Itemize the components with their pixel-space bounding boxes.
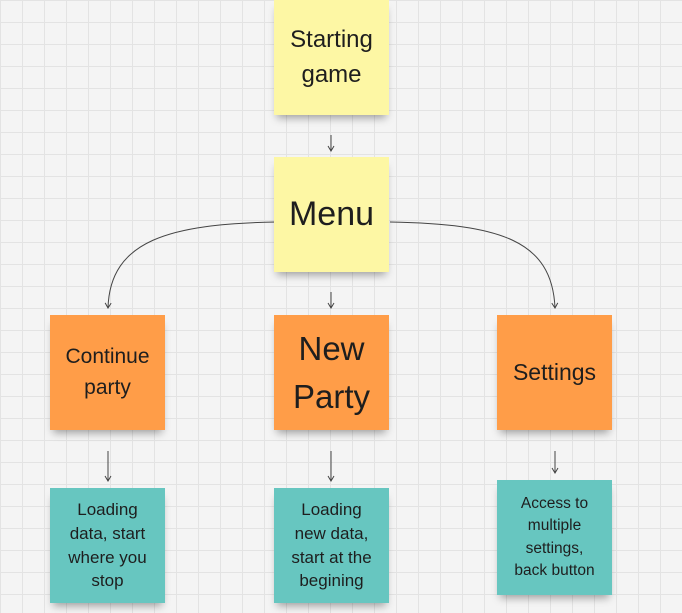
node-settings[interactable]: Settings bbox=[497, 315, 612, 430]
node-loading-new[interactable]: Loading new data, start at the begining bbox=[274, 488, 389, 603]
node-loading-new-label: Loading new data, start at the begining bbox=[291, 499, 372, 591]
node-new-party-label: New Party bbox=[292, 329, 371, 415]
edge-menu-to-continue-party bbox=[104, 221, 277, 309]
node-continue-party[interactable]: Continue party bbox=[50, 315, 165, 430]
node-continue-party-label: Continue party bbox=[65, 345, 150, 399]
node-new-party[interactable]: New Party bbox=[274, 315, 389, 430]
node-starting-game[interactable]: Starting game bbox=[274, 0, 389, 115]
node-settings-detail-label: Access to multiple settings, back button bbox=[514, 494, 595, 579]
node-settings-detail[interactable]: Access to multiple settings, back button bbox=[497, 480, 612, 595]
node-starting-game-label: Starting game bbox=[290, 25, 373, 88]
node-settings-label: Settings bbox=[512, 359, 597, 385]
edge-menu-to-settings bbox=[389, 221, 559, 309]
node-menu-label: Menu bbox=[288, 195, 375, 233]
node-menu[interactable]: Menu bbox=[274, 157, 389, 272]
node-loading-continue[interactable]: Loading data, start where you stop bbox=[50, 488, 165, 603]
node-loading-continue-label: Loading data, start where you stop bbox=[68, 499, 147, 591]
